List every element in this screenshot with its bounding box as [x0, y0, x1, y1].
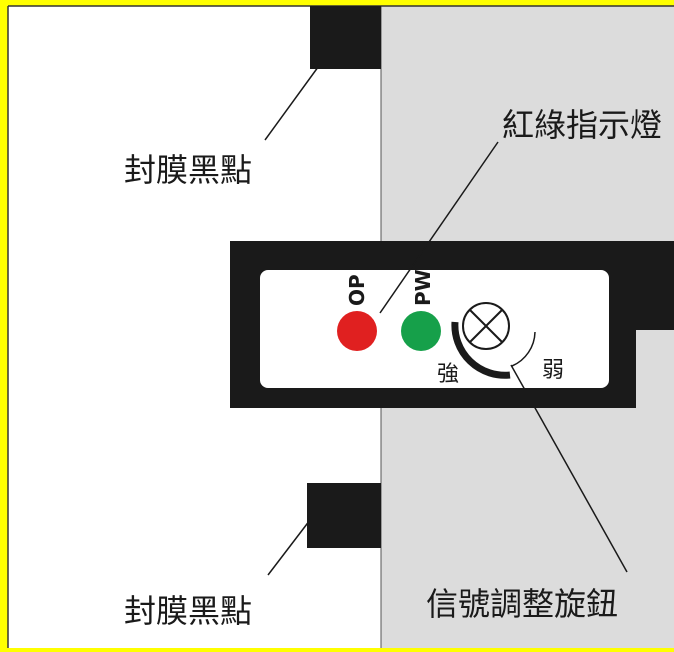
seal-mark-bottom — [307, 483, 381, 548]
strong-label: 強 — [437, 362, 459, 387]
knob-strength-arc — [451, 321, 511, 379]
pw-led-label: PW — [411, 269, 435, 306]
indicator-lights-label: 紅綠指示燈 — [502, 106, 662, 144]
leader-knob — [510, 364, 628, 573]
signal-knob-label: 信號調整旋鈕 — [426, 585, 618, 623]
seal-mark-top — [310, 6, 381, 69]
crossed-circle-knob-icon — [462, 302, 510, 350]
weak-label: 弱 — [542, 358, 564, 383]
leader-seal-bottom — [267, 519, 311, 576]
op-led — [337, 311, 377, 351]
pw-led — [401, 311, 441, 351]
seal-mark-bottom-label: 封膜黑點 — [124, 592, 252, 630]
leader-seal-top — [264, 62, 322, 141]
op-led-label: OP — [345, 274, 369, 306]
knob-arc-right — [511, 331, 536, 367]
leader-indicator — [379, 141, 499, 314]
seal-mark-top-label: 封膜黑點 — [124, 151, 252, 189]
